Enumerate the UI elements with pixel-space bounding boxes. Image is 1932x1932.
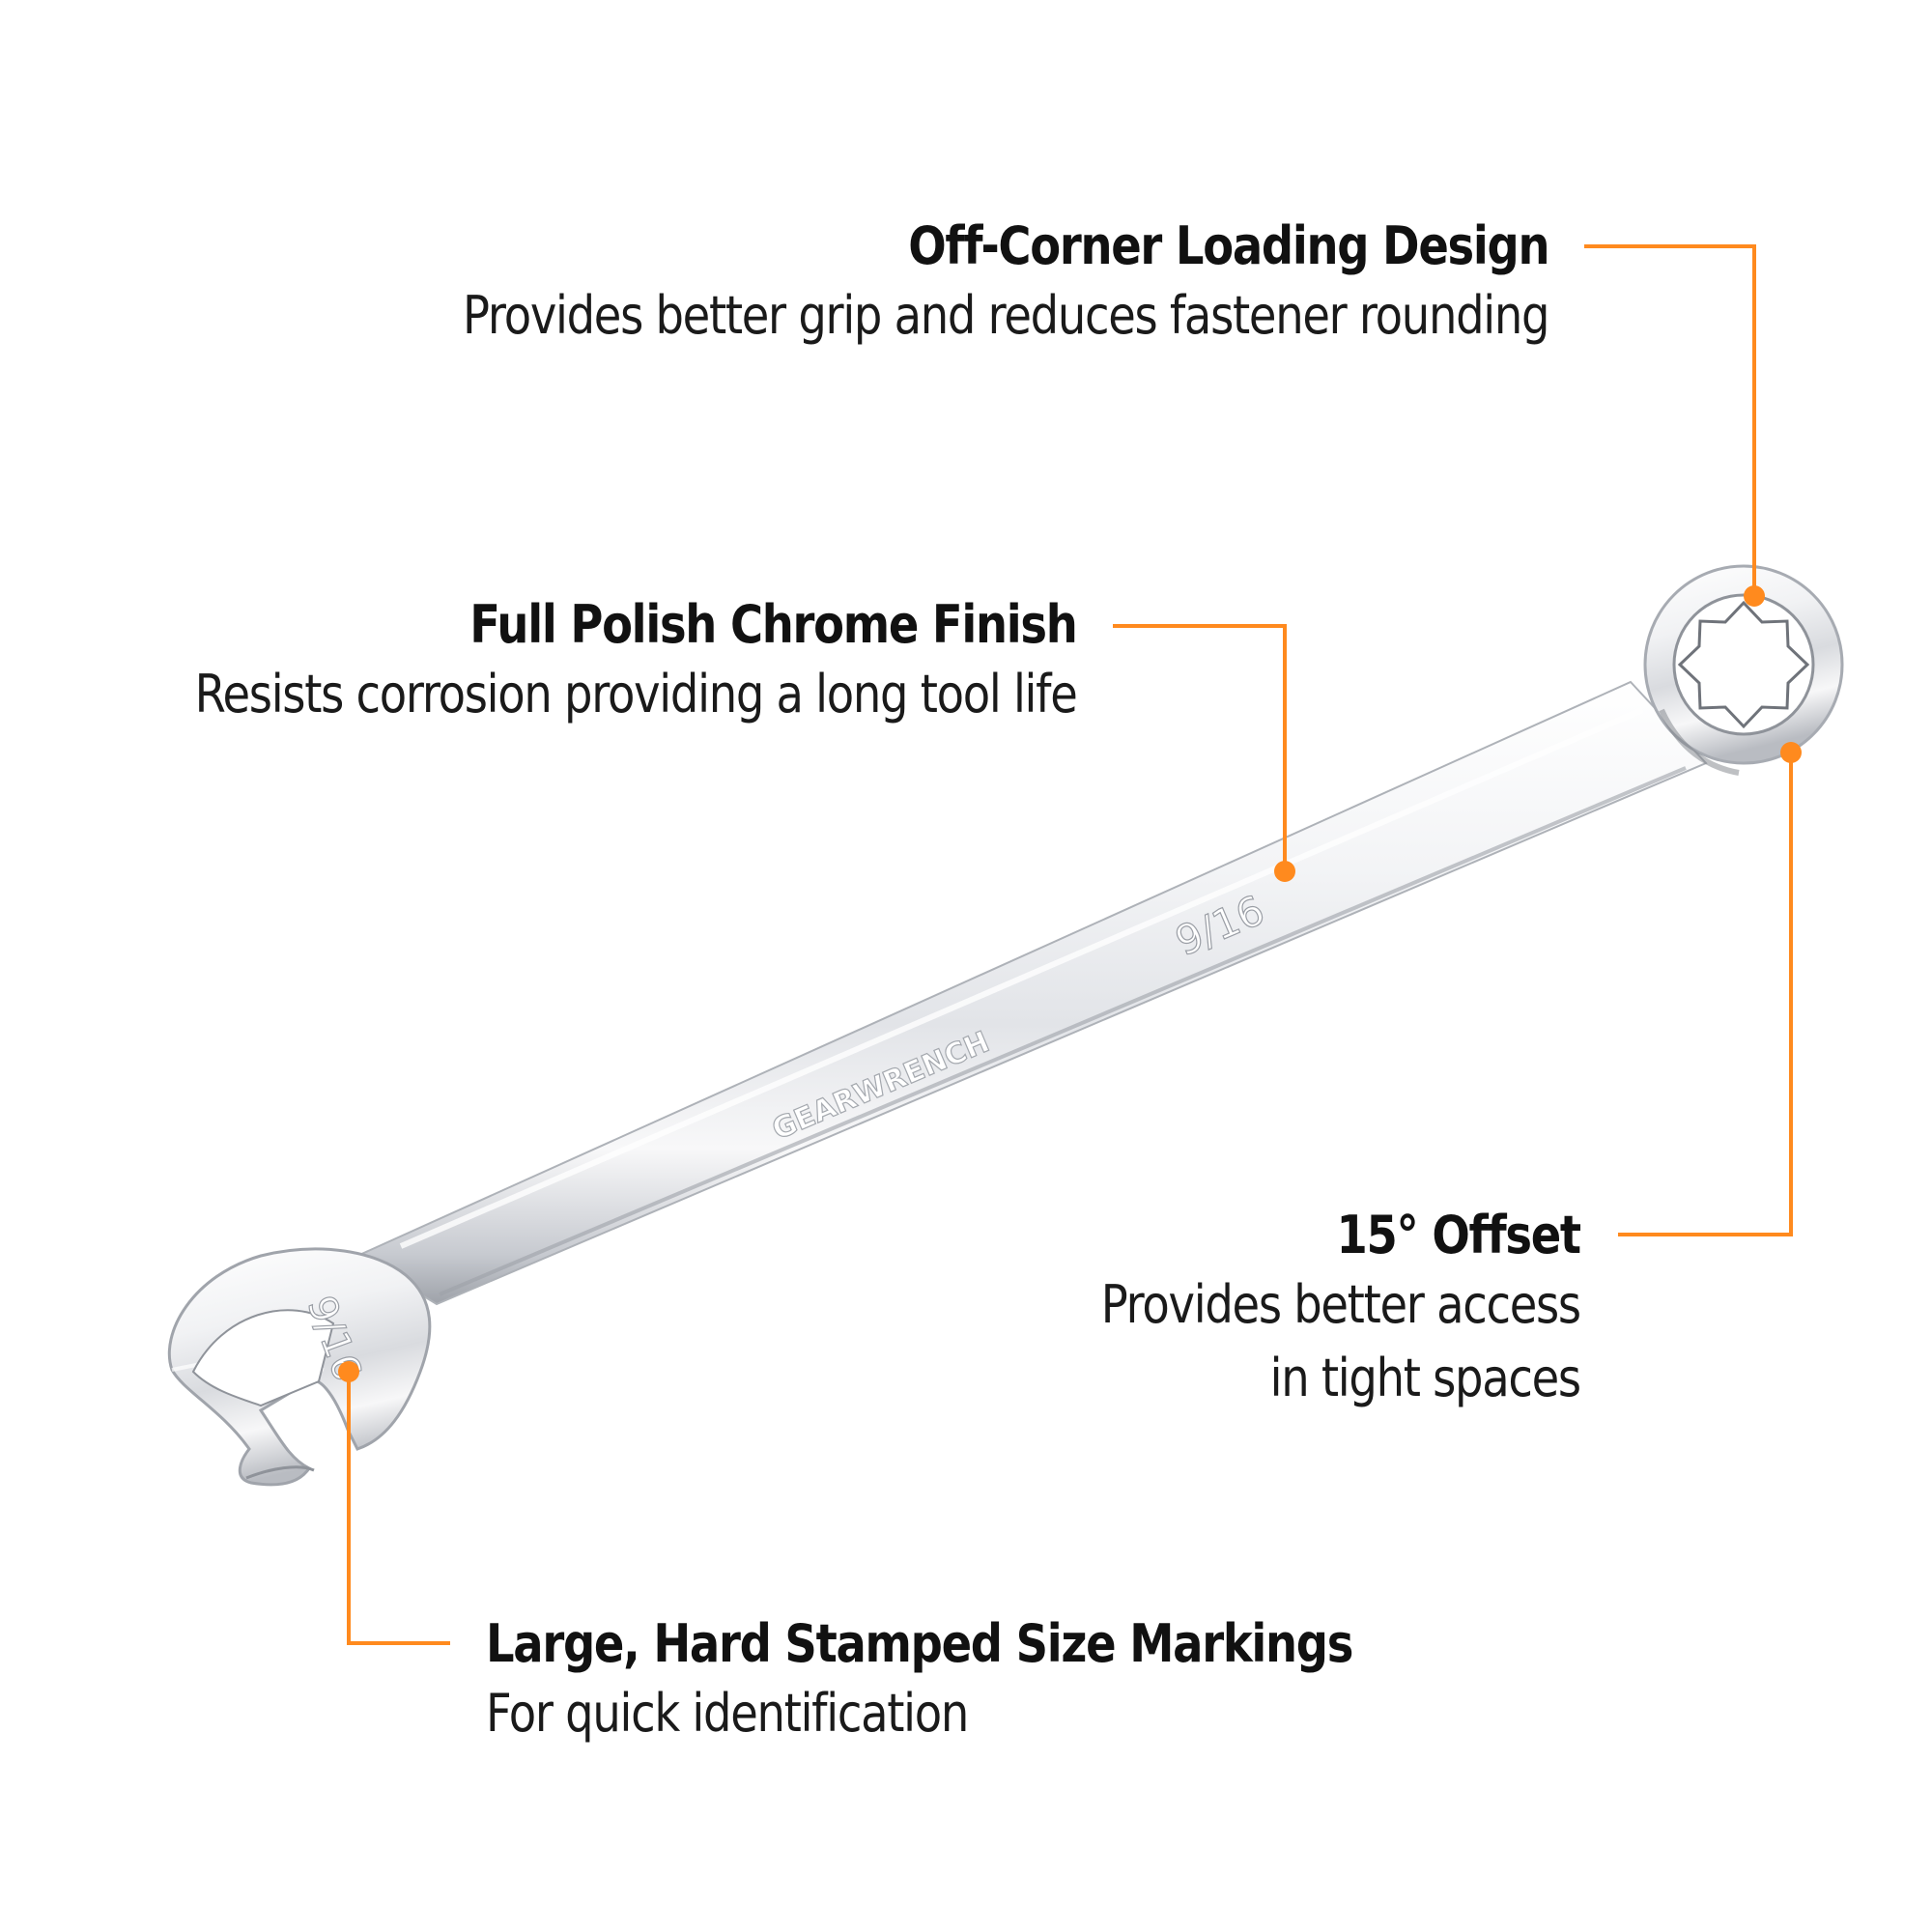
callout-chrome: Full Polish Chrome Finish Resists corros… bbox=[51, 594, 1079, 724]
wrench-box-end bbox=[1643, 564, 1844, 776]
dot-markings bbox=[338, 1361, 359, 1382]
leader-off-corner bbox=[1584, 244, 1756, 596]
callout-offset-title: 15° Offset bbox=[1336, 1205, 1582, 1265]
callout-chrome-title: Full Polish Chrome Finish bbox=[469, 594, 1079, 655]
callout-leaders bbox=[347, 244, 1793, 1645]
callout-markings-desc: For quick identification bbox=[486, 1683, 969, 1744]
callout-offset-desc-line2: in tight spaces bbox=[1269, 1348, 1581, 1408]
callout-off-corner-desc: Provides better grip and reduces fastene… bbox=[462, 285, 1550, 346]
callout-markings-title: Large, Hard Stamped Size Markings bbox=[486, 1613, 1353, 1674]
leader-chrome bbox=[1113, 624, 1287, 871]
dot-chrome bbox=[1274, 861, 1295, 882]
dot-off-corner bbox=[1744, 585, 1765, 607]
callout-markings: Large, Hard Stamped Size Markings For qu… bbox=[486, 1618, 1493, 1740]
callout-offset-desc-line1: Provides better access bbox=[1100, 1274, 1581, 1335]
twelve-point-opening bbox=[1677, 600, 1810, 729]
dot-offset bbox=[1780, 742, 1802, 763]
callout-off-corner-title: Off-Corner Loading Design bbox=[908, 215, 1549, 276]
wrench-open-end bbox=[167, 1247, 432, 1487]
leader-markings bbox=[347, 1372, 450, 1645]
callout-dots bbox=[338, 585, 1802, 1382]
leader-offset bbox=[1618, 753, 1793, 1236]
callout-chrome-desc: Resists corrosion providing a long tool … bbox=[195, 664, 1078, 724]
callout-off-corner: Off-Corner Loading Design Provides bette… bbox=[286, 215, 1550, 346]
callout-offset: 15° Offset Provides better access in tig… bbox=[1023, 1205, 1582, 1408]
